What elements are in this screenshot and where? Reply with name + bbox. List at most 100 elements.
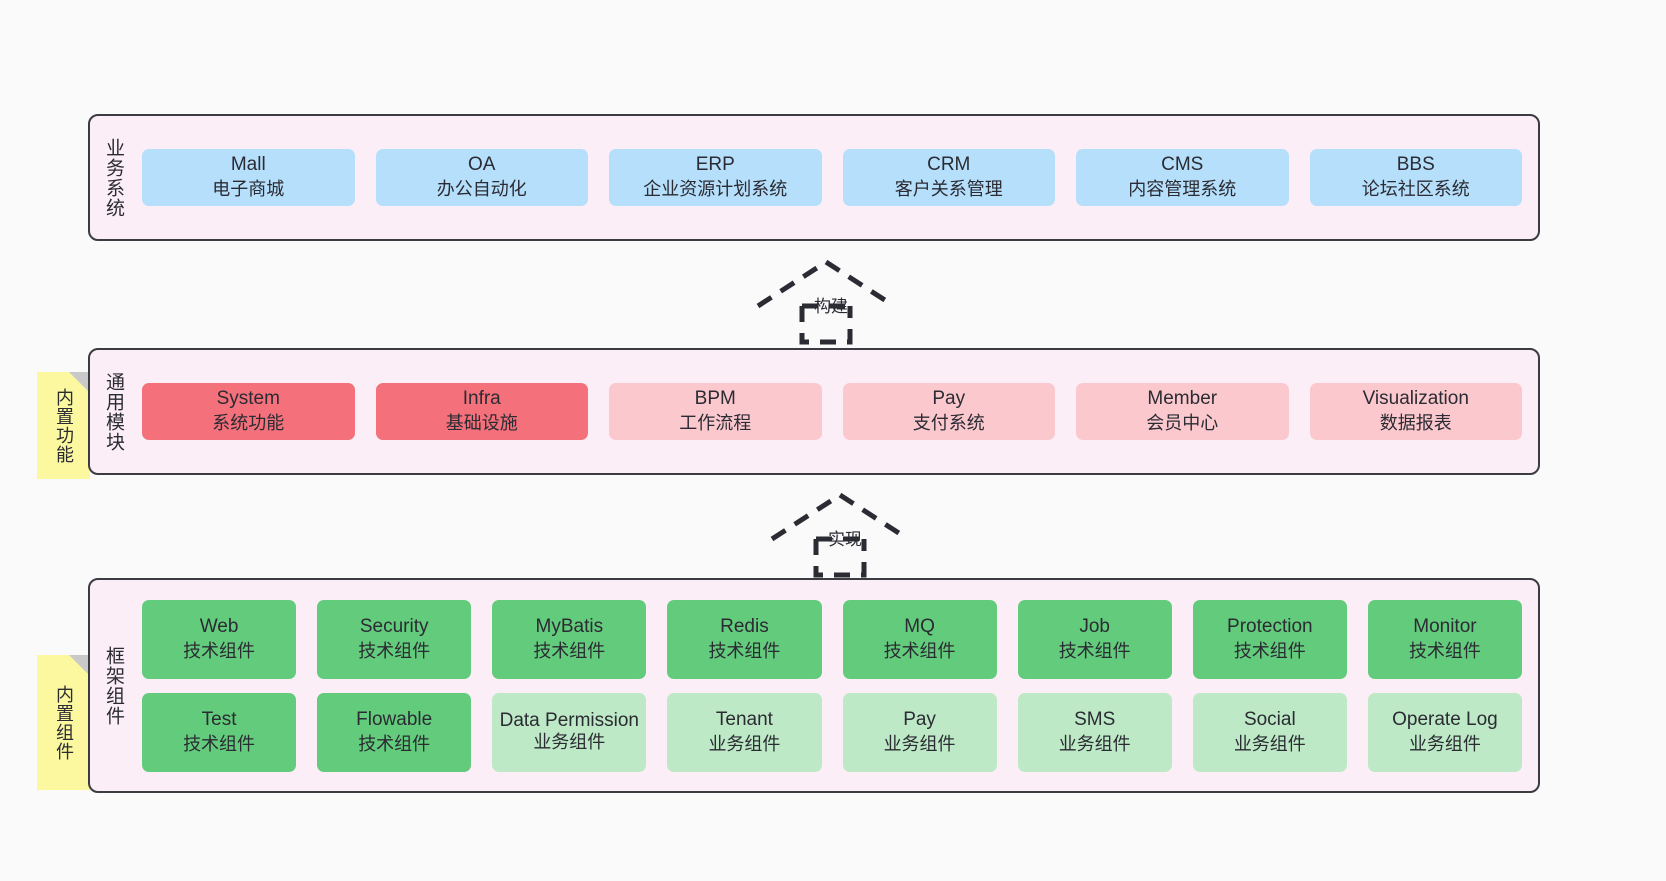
node-operate-log-cn: 业务组件 [1408, 733, 1481, 754]
layer-business-system-label: 业务系统 [103, 137, 125, 218]
sticky-note-builtin-function: 内置功能 [37, 372, 90, 479]
node-flowable[interactable]: Flowable 技术组件 [317, 692, 472, 772]
node-mq-cn: 技术组件 [883, 640, 956, 661]
node-mq-en: MQ [904, 615, 935, 637]
node-oa-en: OA [468, 154, 496, 176]
node-sms-en: SMS [1074, 708, 1116, 730]
node-monitor-cn: 技术组件 [1408, 640, 1481, 661]
node-data-permission-en: Data Permission [499, 709, 639, 731]
sticky-note-builtin-component-label: 内置组件 [53, 684, 74, 761]
node-pay-module[interactable]: Pay 支付系统 [842, 383, 1055, 440]
node-mybatis[interactable]: MyBatis 技术组件 [492, 599, 647, 679]
node-sms-cn: 业务组件 [1058, 733, 1131, 754]
node-pay-component-en: Pay [903, 708, 936, 730]
layer-business-system-body: Mall 电子商城 OA 办公自动化 ERP 企业资源计划系统 CRM 客户关系… [136, 116, 1538, 239]
node-social-en: Social [1243, 708, 1296, 730]
node-visualization[interactable]: Visualization 数据报表 [1309, 383, 1522, 440]
node-operate-log-en: Operate Log [1392, 708, 1498, 730]
node-monitor-en: Monitor [1413, 615, 1477, 637]
node-erp[interactable]: ERP 企业资源计划系统 [609, 149, 822, 206]
arrow-implement-stem [813, 539, 867, 578]
node-mq[interactable]: MQ 技术组件 [842, 599, 997, 679]
layer-framework-component-label: 框架组件 [103, 645, 125, 726]
node-web[interactable]: Web 技术组件 [142, 599, 297, 679]
node-infra-cn: 基础设施 [445, 413, 518, 434]
layer-common-module-row: System 系统功能 Infra 基础设施 BPM 工作流程 Pay 支付系统… [142, 383, 1522, 440]
node-monitor[interactable]: Monitor 技术组件 [1367, 599, 1522, 679]
sticky-note-builtin-function-label: 内置功能 [53, 387, 74, 464]
node-system-cn: 系统功能 [212, 413, 285, 434]
node-crm[interactable]: CRM 客户关系管理 [842, 149, 1055, 206]
arrow-implement: 实现 [766, 489, 922, 581]
node-mall-en: Mall [230, 154, 266, 176]
arrow-build-stem [799, 306, 853, 345]
node-member-en: Member [1147, 388, 1218, 410]
node-bpm-en: BPM [694, 388, 736, 410]
layer-framework-component: 框架组件 Web 技术组件 Security 技术组件 MyBatis 技术组件… [88, 578, 1540, 793]
node-pay-component[interactable]: Pay 业务组件 [842, 692, 997, 772]
node-web-en: Web [199, 615, 239, 637]
layer-common-module-body: System 系统功能 Infra 基础设施 BPM 工作流程 Pay 支付系统… [136, 350, 1538, 473]
node-security-en: Security [359, 615, 429, 637]
node-bpm-cn: 工作流程 [679, 413, 752, 434]
node-test[interactable]: Test 技术组件 [142, 692, 297, 772]
node-pay-component-cn: 业务组件 [883, 733, 956, 754]
node-cms[interactable]: CMS 内容管理系统 [1076, 149, 1289, 206]
node-visualization-cn: 数据报表 [1379, 413, 1452, 434]
node-web-cn: 技术组件 [183, 640, 256, 661]
arrow-build-label: 构建 [814, 297, 848, 316]
layer-common-module-label: 通用模块 [103, 371, 125, 452]
node-job-en: Job [1079, 615, 1110, 637]
node-oa[interactable]: OA 办公自动化 [375, 149, 588, 206]
node-protection-en: Protection [1227, 615, 1313, 637]
node-infra[interactable]: Infra 基础设施 [375, 383, 588, 440]
node-crm-cn: 客户关系管理 [894, 179, 1003, 200]
node-pay-module-cn: 支付系统 [912, 413, 985, 434]
node-data-permission[interactable]: Data Permission 业务组件 [492, 692, 647, 772]
node-bbs[interactable]: BBS 论坛社区系统 [1309, 149, 1522, 206]
node-test-en: Test [201, 708, 237, 730]
node-system[interactable]: System 系统功能 [142, 383, 355, 440]
node-bbs-cn: 论坛社区系统 [1361, 179, 1470, 200]
node-operate-log[interactable]: Operate Log 业务组件 [1367, 692, 1522, 772]
node-member-cn: 会员中心 [1146, 413, 1219, 434]
sticky-note-builtin-component: 内置组件 [37, 655, 90, 790]
node-social[interactable]: Social 业务组件 [1192, 692, 1347, 772]
node-mybatis-en: MyBatis [535, 615, 604, 637]
node-security[interactable]: Security 技术组件 [317, 599, 472, 679]
node-test-cn: 技术组件 [183, 733, 256, 754]
node-mybatis-cn: 技术组件 [533, 640, 606, 661]
node-oa-cn: 办公自动化 [436, 179, 527, 200]
layer-common-module: 通用模块 System 系统功能 Infra 基础设施 BPM 工作流程 Pay… [88, 348, 1540, 475]
layer-business-system-row: Mall 电子商城 OA 办公自动化 ERP 企业资源计划系统 CRM 客户关系… [142, 149, 1522, 206]
node-tenant-cn: 业务组件 [708, 733, 781, 754]
layer-framework-component-row-business: Test 技术组件 Flowable 技术组件 Data Permission … [142, 692, 1522, 772]
node-job-cn: 技术组件 [1058, 640, 1131, 661]
layer-framework-component-body: Web 技术组件 Security 技术组件 MyBatis 技术组件 Redi… [136, 580, 1538, 791]
arrow-implement-label: 实现 [828, 530, 862, 549]
node-erp-en: ERP [695, 154, 735, 176]
layer-framework-component-row-tech: Web 技术组件 Security 技术组件 MyBatis 技术组件 Redi… [142, 599, 1522, 679]
node-redis-cn: 技术组件 [708, 640, 781, 661]
layer-business-system: 业务系统 Mall 电子商城 OA 办公自动化 ERP 企业资源计划系统 CRM… [88, 114, 1540, 241]
node-cms-en: CMS [1161, 154, 1204, 176]
node-mall-cn: 电子商城 [212, 179, 285, 200]
node-infra-en: Infra [462, 388, 501, 410]
node-flowable-en: Flowable [356, 708, 433, 730]
node-tenant[interactable]: Tenant 业务组件 [667, 692, 822, 772]
node-member[interactable]: Member 会员中心 [1076, 383, 1289, 440]
node-mall[interactable]: Mall 电子商城 [142, 149, 355, 206]
node-bpm[interactable]: BPM 工作流程 [609, 383, 822, 440]
node-sms[interactable]: SMS 业务组件 [1017, 692, 1172, 772]
node-social-cn: 业务组件 [1233, 733, 1306, 754]
node-job[interactable]: Job 技术组件 [1017, 599, 1172, 679]
node-cms-cn: 内容管理系统 [1128, 179, 1237, 200]
node-crm-en: CRM [927, 154, 971, 176]
node-protection-cn: 技术组件 [1233, 640, 1306, 661]
node-tenant-en: Tenant [715, 708, 773, 730]
node-visualization-en: Visualization [1362, 388, 1469, 410]
node-protection[interactable]: Protection 技术组件 [1192, 599, 1347, 679]
node-redis[interactable]: Redis 技术组件 [667, 599, 822, 679]
node-redis-en: Redis [720, 615, 769, 637]
